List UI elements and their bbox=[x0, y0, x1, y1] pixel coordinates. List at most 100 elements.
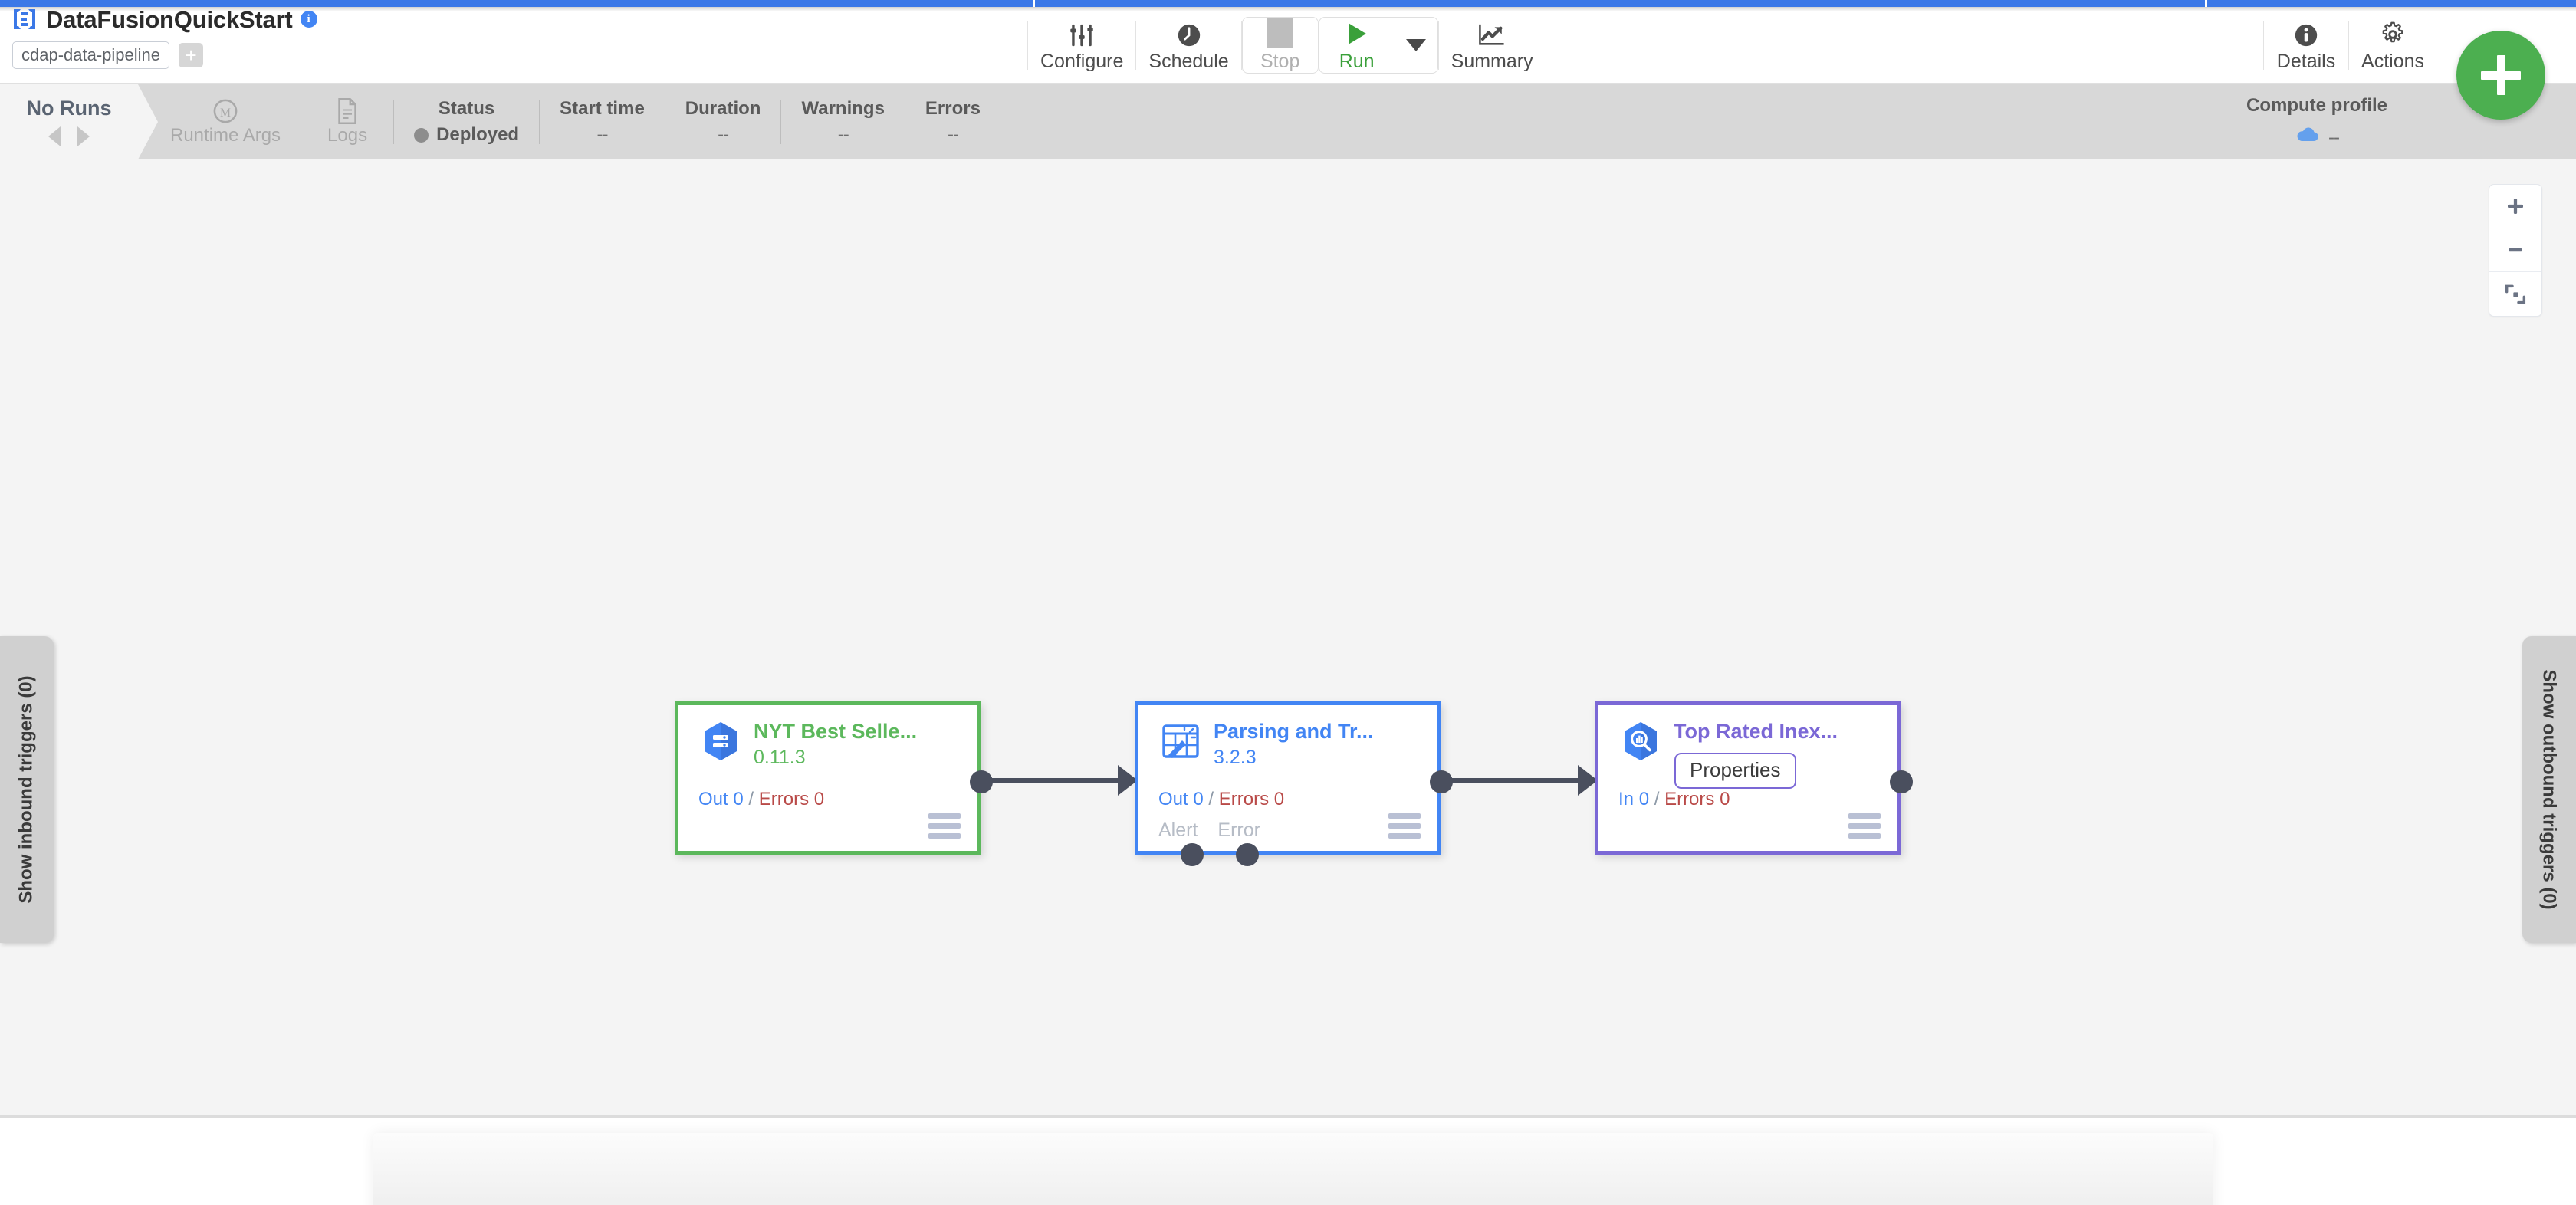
errors-cell: Errors -- bbox=[905, 84, 1001, 159]
add-tag-button[interactable]: + bbox=[179, 43, 204, 68]
secondary-actions-toolbar: Details Actions bbox=[2263, 7, 2436, 84]
node-metric-separator: / bbox=[748, 788, 754, 809]
node-errors-label: Errors bbox=[758, 788, 810, 809]
configure-button[interactable]: Configure bbox=[1028, 7, 1135, 84]
warnings-header: Warnings bbox=[801, 98, 885, 120]
run-label: Run bbox=[1339, 51, 1375, 72]
pipeline-node-source[interactable]: NYT Best Selle... 0.11.3 Out 0 / Errors … bbox=[675, 701, 993, 855]
stop-label: Stop bbox=[1260, 51, 1300, 72]
summary-button[interactable]: Summary bbox=[1439, 7, 1546, 84]
fit-screen-icon bbox=[2505, 284, 2526, 304]
cloud-icon bbox=[2295, 126, 2321, 146]
status-value: Deployed bbox=[436, 124, 520, 146]
toolbar-divider bbox=[1027, 21, 1028, 70]
connection-arrow-2-icon bbox=[1578, 765, 1598, 796]
line-chart-icon bbox=[1477, 18, 1506, 48]
zoom-out-button[interactable] bbox=[2489, 228, 2542, 272]
node-port-error-label: Error bbox=[1217, 819, 1260, 841]
status-dot-icon bbox=[414, 127, 429, 143]
outbound-triggers-label: Show outbound triggers (0) bbox=[2539, 669, 2560, 910]
node-output-port[interactable] bbox=[970, 770, 993, 793]
bigquery-table-icon bbox=[698, 719, 743, 763]
connection-transform-to-sink[interactable] bbox=[1445, 778, 1579, 783]
node-metric-separator: / bbox=[1208, 788, 1214, 809]
run-status-bar: No Runs M Runtime Args bbox=[0, 84, 2576, 159]
node-title: NYT Best Selle... bbox=[754, 720, 918, 743]
stop-square-icon bbox=[1267, 18, 1293, 48]
toolbar-divider bbox=[1240, 21, 1242, 70]
node-error-port[interactable] bbox=[1236, 843, 1259, 866]
pipeline-node-transform[interactable]: Parsing and Tr... 3.2.3 Out 0 / Errors 0… bbox=[1135, 701, 1453, 866]
stop-button[interactable]: Stop bbox=[1241, 17, 1319, 74]
details-button[interactable]: Details bbox=[2264, 7, 2348, 84]
compute-profile-cell[interactable]: Compute profile -- bbox=[2246, 84, 2387, 159]
toolbar-divider bbox=[2263, 21, 2265, 70]
macro-m-icon: M bbox=[212, 97, 239, 125]
node-metrics: Out 0 / Errors 0 bbox=[1158, 788, 1284, 809]
runs-count-label: No Runs bbox=[26, 96, 112, 120]
node-title: Parsing and Tr... bbox=[1214, 720, 1374, 743]
run-button[interactable]: Run bbox=[1319, 18, 1395, 73]
outbound-triggers-tab[interactable]: Show outbound triggers (0) bbox=[2522, 636, 2576, 943]
properties-tooltip[interactable]: Properties bbox=[1674, 753, 1796, 789]
info-icon[interactable]: i bbox=[300, 11, 317, 28]
status-header: Status bbox=[438, 97, 495, 119]
svg-text:M: M bbox=[220, 106, 231, 119]
primary-actions-toolbar: Configure Schedule Stop R bbox=[1027, 7, 1546, 84]
runbar-divider bbox=[539, 100, 540, 144]
pipeline-canvas[interactable]: Show inbound triggers (0) Show outbound … bbox=[0, 159, 2576, 1118]
node-title: Top Rated Inex... bbox=[1674, 720, 1838, 743]
schedule-label: Schedule bbox=[1148, 51, 1229, 72]
play-triangle-icon bbox=[1343, 18, 1371, 48]
actions-label: Actions bbox=[2361, 51, 2424, 72]
offscreen-panel-preview bbox=[373, 1133, 2213, 1205]
actions-button[interactable]: Actions bbox=[2349, 7, 2436, 84]
hamburger-icon[interactable] bbox=[1388, 813, 1421, 839]
hamburger-icon[interactable] bbox=[1848, 813, 1881, 839]
add-plugin-fab[interactable] bbox=[2456, 31, 2545, 120]
fit-to-screen-button[interactable] bbox=[2489, 272, 2542, 316]
node-out-value: 0 bbox=[1193, 788, 1204, 809]
clock-icon bbox=[1176, 18, 1202, 48]
runtime-args-button[interactable]: M Runtime Args bbox=[150, 84, 301, 159]
node-output-port[interactable] bbox=[1890, 770, 1913, 793]
logs-label: Logs bbox=[327, 124, 368, 146]
strip-notch-left bbox=[1033, 0, 1035, 7]
node-errors-value: 0 bbox=[1720, 788, 1730, 809]
hamburger-icon[interactable] bbox=[928, 813, 961, 839]
inbound-triggers-label: Show inbound triggers (0) bbox=[16, 675, 38, 904]
node-version: 3.2.3 bbox=[1214, 746, 1257, 768]
node-output-port[interactable] bbox=[1430, 770, 1453, 793]
connection-source-to-transform[interactable] bbox=[985, 778, 1119, 783]
toolbar-divider bbox=[2348, 21, 2350, 70]
node-errors-label: Errors bbox=[1218, 788, 1270, 809]
run-dropdown-button[interactable] bbox=[1394, 17, 1438, 74]
node-alert-port[interactable] bbox=[1181, 843, 1204, 866]
plus-icon bbox=[2508, 199, 2523, 214]
pipeline-node-sink[interactable]: Top Rated Inex... Properties In 0 / Erro… bbox=[1595, 701, 1913, 855]
document-icon bbox=[336, 97, 359, 125]
duration-value: -- bbox=[718, 124, 729, 146]
node-port-alert-label: Alert bbox=[1158, 819, 1198, 841]
duration-header: Duration bbox=[685, 98, 761, 120]
browser-accent-strip bbox=[0, 0, 2576, 7]
triangle-right-icon[interactable] bbox=[77, 126, 90, 146]
wrangler-magic-icon bbox=[1158, 719, 1203, 763]
gear-icon bbox=[2379, 18, 2407, 48]
zoom-in-button[interactable] bbox=[2489, 185, 2542, 228]
warnings-value: -- bbox=[837, 124, 849, 146]
pipeline-name-block: DataFusionQuickStart i cdap-data-pipelin… bbox=[12, 3, 317, 70]
toolbar-divider bbox=[1135, 21, 1137, 70]
schedule-button[interactable]: Schedule bbox=[1136, 7, 1240, 84]
compute-profile-header: Compute profile bbox=[2246, 95, 2387, 117]
errors-header: Errors bbox=[925, 98, 981, 120]
start-time-value: -- bbox=[596, 124, 608, 146]
runs-tab: No Runs bbox=[0, 84, 158, 159]
compute-profile-value: -- bbox=[2328, 127, 2340, 149]
runbar-divider bbox=[393, 100, 395, 144]
errors-value: -- bbox=[947, 124, 959, 146]
logs-button[interactable]: Logs bbox=[301, 84, 393, 159]
inbound-triggers-tab[interactable]: Show inbound triggers (0) bbox=[0, 636, 54, 943]
start-time-cell: Start time -- bbox=[540, 84, 665, 159]
triangle-left-icon[interactable] bbox=[48, 126, 61, 146]
